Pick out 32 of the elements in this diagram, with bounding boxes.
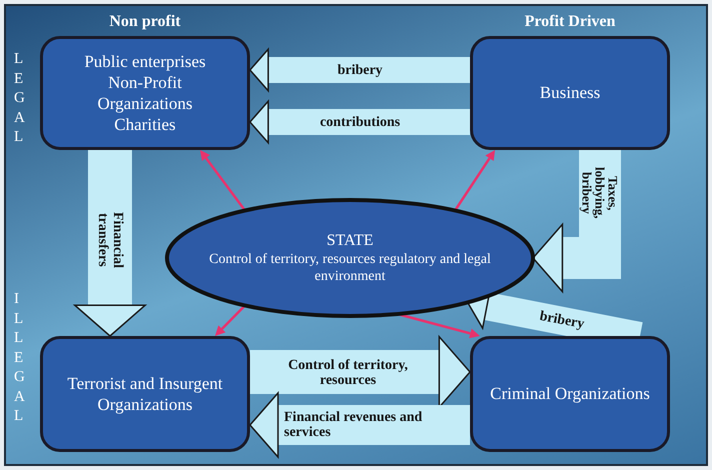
arrow — [200, 150, 246, 212]
state-ellipse — [165, 198, 535, 318]
node-label: Business — [540, 82, 600, 104]
node-label: Control of territory, resources regulatory and legal environment — [208, 250, 492, 286]
row-heading: ILLEGAL — [14, 290, 25, 426]
column-heading: Profit Driven — [524, 12, 616, 32]
arrow — [215, 304, 246, 336]
organization-box — [470, 36, 670, 150]
edge-label: Financial transfers — [94, 210, 126, 270]
edge-label: Financial revenues and services — [284, 409, 424, 442]
row-heading: LEGAL — [14, 50, 25, 147]
column-heading: Non profit — [108, 12, 182, 32]
edge-label: Taxes, lobbying, bribery — [579, 166, 621, 221]
block-arrow — [74, 150, 146, 337]
node-label: Criminal Organizations — [490, 383, 650, 405]
block-arrow — [249, 48, 470, 92]
edge-label: bribery — [336, 62, 384, 80]
node-label: STATE — [326, 230, 374, 250]
edge-label: bribery — [537, 307, 587, 334]
organization-box — [40, 36, 250, 150]
block-arrow — [532, 150, 621, 292]
node-label: Public enterprises — [84, 50, 206, 72]
edge-label: Control of territory, resources — [287, 357, 409, 390]
node-label: Non-Profit Organizations — [96, 72, 194, 114]
block-arrow — [249, 100, 470, 144]
organization-box — [470, 336, 670, 452]
organization-box — [40, 336, 250, 452]
arrow — [454, 150, 496, 212]
node-label: Charities — [114, 114, 176, 136]
block-arrow — [249, 392, 470, 458]
node-label: Terrorist and Insurgent Organizations — [66, 372, 224, 416]
edge-label: contributions — [318, 114, 402, 132]
